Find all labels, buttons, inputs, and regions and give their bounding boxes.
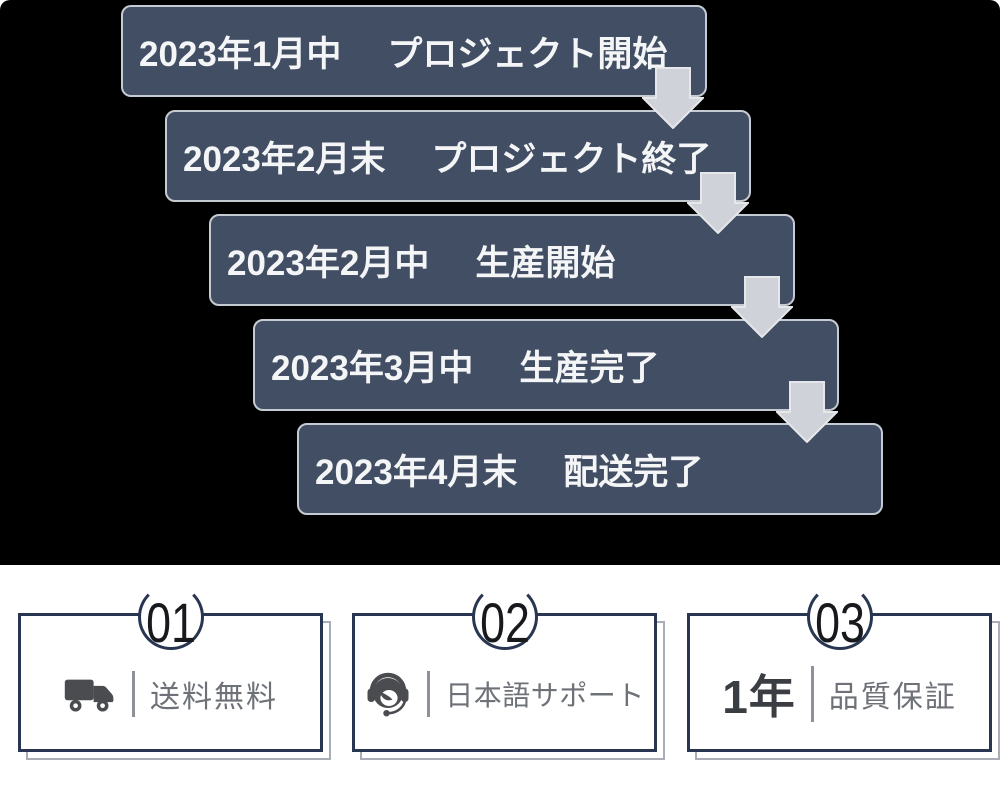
step-date: 2023年2月中 xyxy=(227,243,430,283)
card-number: 01 xyxy=(145,591,196,654)
step-event: 配送完了 xyxy=(563,452,704,492)
divider xyxy=(810,665,814,722)
card-notch xyxy=(806,584,873,650)
timeline-section: 2023年1月中 プロジェクト開始 2023年2月末 プロジェクト終了 2023… xyxy=(0,0,1000,565)
down-arrow-icon xyxy=(731,276,793,338)
feature-card-support: 02 日本語サポート xyxy=(352,584,657,752)
card-number: 03 xyxy=(814,591,865,654)
truck-icon xyxy=(63,673,117,715)
timeline-step-4: 2023年3月中 生産完了 xyxy=(253,319,839,411)
features-section: 01 送料無料 02 xyxy=(0,565,1000,798)
step-event: 生産完了 xyxy=(519,348,660,388)
headset-icon xyxy=(364,670,412,718)
step-date: 2023年2月末 xyxy=(183,139,386,179)
timeline-step-2: 2023年2月末 プロジェクト終了 xyxy=(165,110,751,202)
down-arrow-icon xyxy=(776,381,838,443)
divider xyxy=(427,670,431,717)
down-arrow-icon xyxy=(687,172,749,234)
feature-label: 日本語サポート xyxy=(445,679,645,711)
feature-label: 送料無料 xyxy=(150,680,278,714)
step-date: 2023年4月末 xyxy=(315,452,518,492)
card-notch xyxy=(471,584,538,650)
step-date: 2023年1月中 xyxy=(139,34,342,74)
feature-card-warranty: 03 1年 品質保証 xyxy=(687,584,992,752)
step-event: プロジェクト開始 xyxy=(387,34,668,74)
step-date: 2023年3月中 xyxy=(271,348,474,388)
step-event: 生産開始 xyxy=(475,243,616,283)
timeline-step-1: 2023年1月中 プロジェクト開始 xyxy=(121,5,707,97)
divider xyxy=(132,670,135,717)
timeline-step-3: 2023年2月中 生産開始 xyxy=(209,214,795,306)
card-number: 02 xyxy=(479,591,530,654)
feature-card-shipping: 01 送料無料 xyxy=(18,584,323,752)
feature-label: 品質保証 xyxy=(828,680,957,714)
down-arrow-icon xyxy=(642,67,704,129)
step-event: プロジェクト終了 xyxy=(431,139,712,179)
timeline-step-5: 2023年4月末 配送完了 xyxy=(297,423,883,515)
card-notch xyxy=(137,584,204,650)
warranty-badge: 1年 xyxy=(722,670,796,723)
